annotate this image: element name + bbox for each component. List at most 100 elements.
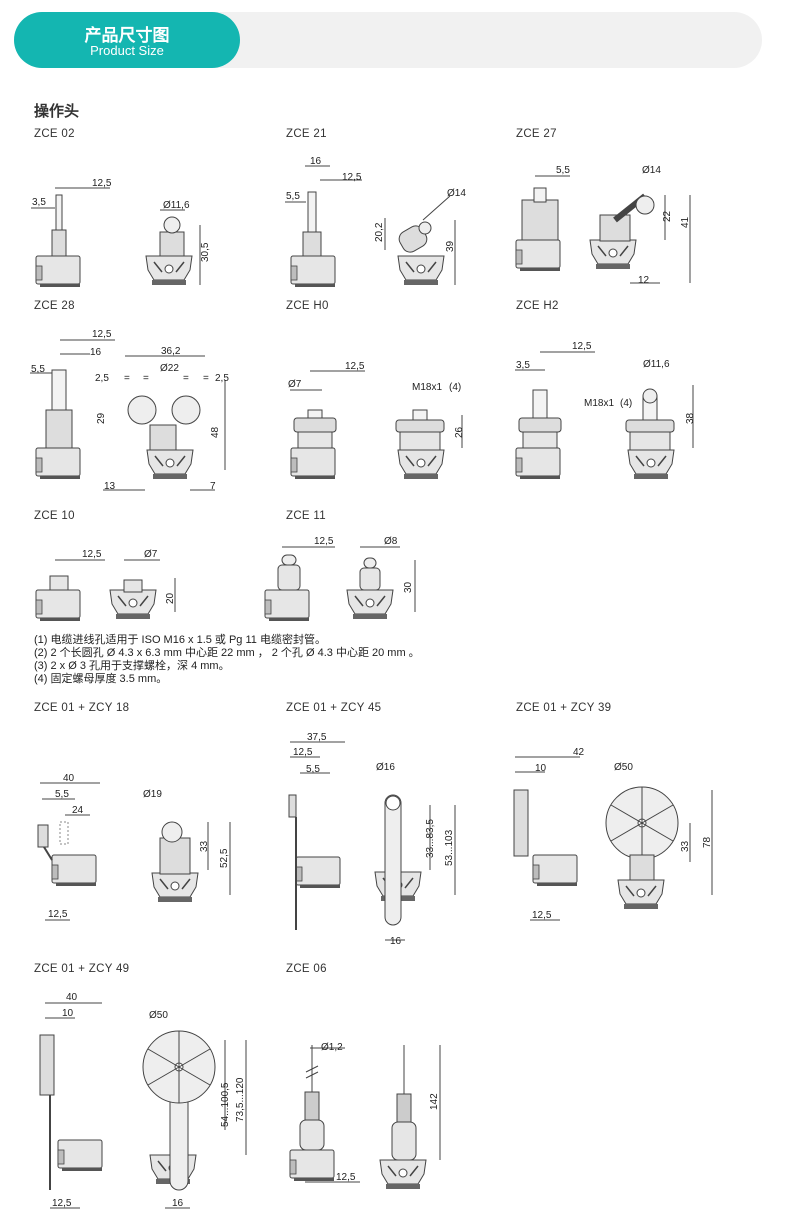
dim-label: 40: [63, 773, 75, 784]
drawing-zce06: Ø1,2 142 12,5: [289, 1042, 441, 1190]
dim-label: 30: [403, 581, 414, 593]
dim-label: 12,5: [82, 549, 102, 560]
model-label-zce02: ZCE 02: [34, 128, 75, 140]
dim-label: 5,5: [556, 165, 570, 176]
dim-label: 3,5: [516, 360, 530, 371]
model-label-zce06: ZCE 06: [286, 963, 327, 975]
model-label-zce01-zcy49: ZCE 01 + ZCY 49: [34, 963, 130, 975]
dim-label: 12,5: [314, 536, 334, 547]
dim-label: 24: [72, 805, 84, 816]
dim-label: Ø50: [149, 1010, 168, 1021]
dim-label: 73,5...120: [235, 1077, 246, 1122]
model-label-zce27: ZCE 27: [516, 128, 557, 140]
dim-label: 53...103: [444, 829, 455, 866]
dim-label: 12,5: [345, 361, 365, 372]
dim-label: 12,5: [48, 909, 68, 920]
dim-label: 12,5: [52, 1198, 72, 1209]
footnote: (4) 固定螺母厚度 3.5 mm。: [34, 673, 168, 685]
dim-label: 3,5: [32, 197, 46, 208]
drawing-zce01-zcy45: 37,5 12,5 5,5 Ø16 33...83,5 53...103 16: [288, 732, 456, 947]
footnote: (2) 2 个长圆孔 Ø 4.3 x 6.3 mm 中心距 22 mm ， 2 …: [34, 647, 420, 659]
dim-label: 12,5: [336, 1172, 356, 1183]
dim-label: Ø19: [143, 789, 162, 800]
dim-label: 26: [454, 426, 465, 438]
dim-label: 5,5: [306, 764, 320, 775]
dim-label: 12,5: [92, 178, 112, 189]
dim-label: 40: [66, 992, 78, 1003]
dim-label: 37,5: [307, 732, 327, 743]
dim-label: 12: [638, 275, 650, 286]
drawing-zce10: 12,5 Ø7 20: [35, 549, 176, 622]
dim-label: 54...100,5: [220, 1082, 231, 1127]
dim-label: 5,5: [55, 789, 69, 800]
model-label-zce01-zcy39: ZCE 01 + ZCY 39: [516, 702, 612, 714]
dim-label: 12,5: [572, 341, 592, 352]
model-label-zceh2: ZCE H2: [516, 300, 559, 312]
drawing-zce01-zcy18: 40 5,5 24 12,5 Ø19 33 52,5: [37, 773, 231, 921]
dim-label: 16: [310, 156, 322, 167]
dim-label: 33: [680, 840, 691, 852]
dim-label: 12,5: [342, 172, 362, 183]
dim-label: 42: [573, 747, 585, 758]
model-label-zce01-zcy18: ZCE 01 + ZCY 18: [34, 702, 130, 714]
drawing-zce28: 12,5 16 5,5 36,2 Ø22 2,5 2,5 = = = = 29 …: [30, 329, 229, 492]
section-title: 操作头: [34, 103, 80, 120]
dim-label: 142: [429, 1093, 440, 1110]
dim-label: Ø11,6: [643, 359, 670, 370]
dim-label: 2,5: [95, 373, 109, 384]
dim-label: 48: [210, 426, 221, 438]
dim-label: 13: [104, 481, 116, 492]
dim-label: 78: [702, 836, 713, 848]
footnote: (3) 2 x Ø 3 孔用于支撑螺栓，深 4 mm。: [34, 660, 230, 672]
dim-label: (4): [620, 398, 632, 409]
dim-label: M18x1: [412, 382, 442, 393]
dim-label: 38: [685, 412, 696, 424]
model-label-zce10: ZCE 10: [34, 510, 75, 522]
dim-label: 52,5: [219, 848, 230, 868]
dim-label: 10: [62, 1008, 74, 1019]
dim-label: 2,5: [215, 373, 229, 384]
dim-label: 20: [165, 592, 176, 604]
dim-label: 41: [680, 216, 691, 228]
model-label-zce01-zcy45: ZCE 01 + ZCY 45: [286, 702, 382, 714]
header-title-pill: 产品尺寸图 Product Size: [14, 12, 240, 68]
dim-label: =: [124, 373, 130, 384]
banner-title: 产品尺寸图: [84, 26, 170, 45]
dim-label: =: [183, 373, 189, 384]
drawing-zceh2: 12,5 3,5 Ø11,6 M18x1 (4) 38: [515, 341, 696, 480]
dim-label: Ø8: [384, 536, 398, 547]
dim-label: =: [143, 373, 149, 384]
dim-label: 30,5: [200, 242, 211, 262]
dim-label: Ø14: [642, 165, 661, 176]
dim-label: 16: [90, 347, 102, 358]
model-label-zce21: ZCE 21: [286, 128, 327, 140]
dim-label: Ø16: [376, 762, 395, 773]
footnote: (1) 电缆进线孔适用于 ISO M16 x 1.5 或 Pg 11 电缆密封管…: [34, 634, 326, 646]
drawing-zce02: 3,5 12,5 Ø11,6 30,5: [31, 178, 211, 288]
model-label-zce11: ZCE 11: [286, 510, 326, 522]
model-label-zceh0: ZCE H0: [286, 300, 329, 312]
drawing-zceh0: 12,5 Ø7 M18x1 (4) 26: [288, 361, 465, 480]
dim-label: 12,5: [92, 329, 112, 340]
dim-label: 12,5: [532, 910, 552, 921]
drawing-zce11: 12,5 Ø8 30: [264, 536, 416, 622]
dim-label: 36,2: [161, 346, 181, 357]
dim-label: 39: [445, 240, 456, 252]
dim-label: M18x1: [584, 398, 614, 409]
dim-label: Ø50: [614, 762, 633, 773]
dim-label: 16: [172, 1198, 184, 1209]
dim-label: Ø7: [144, 549, 158, 560]
dim-label: Ø7: [288, 379, 302, 390]
dim-label: Ø22: [160, 363, 179, 374]
drawing-zce01-zcy39: 42 10 Ø50 33 78 12,5: [513, 747, 713, 921]
drawing-zce21: 16 12,5 5,5 Ø14 20,2 39: [285, 156, 466, 288]
footnotes: (1) 电缆进线孔适用于 ISO M16 x 1.5 或 Pg 11 电缆密封管…: [34, 634, 420, 686]
dim-label: 12,5: [293, 747, 313, 758]
dim-label: 29: [96, 412, 107, 424]
dim-label: 20,2: [374, 222, 385, 242]
dim-label: 33...83,5: [425, 819, 436, 858]
dim-label: 10: [535, 763, 547, 774]
dim-label: 5,5: [286, 191, 300, 202]
drawing-zce01-zcy49: 40 10 Ø50 54...100,5 73,5...120 12,5 16: [39, 992, 247, 1209]
